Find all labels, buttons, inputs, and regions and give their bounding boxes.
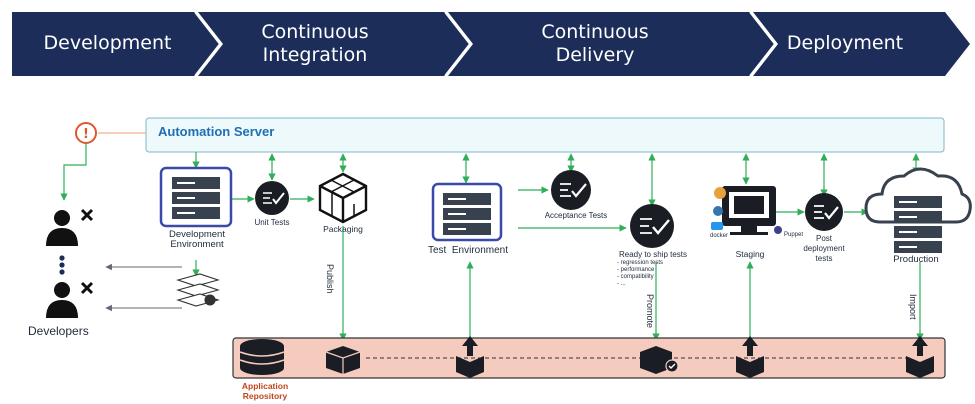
automation-server-bar	[145, 117, 945, 153]
repo-box-upload-icon-3	[906, 336, 934, 378]
repo-artifact-box-icon	[325, 346, 361, 374]
production-cloud-icon	[864, 167, 972, 253]
developer-icon-top	[46, 208, 94, 246]
repository-band	[232, 337, 946, 379]
test-environment-label: Test Environment	[427, 245, 509, 256]
ready-to-ship-item: - regression tests	[617, 260, 664, 266]
phase-label-development: Development	[43, 32, 172, 54]
phase-development	[12, 12, 220, 76]
ready-to-ship-item: - ...	[617, 281, 626, 287]
unit-tests-label: Unit Tests	[254, 218, 290, 227]
repo-box-upload-icon-1	[456, 336, 484, 378]
automation-server-title: Automation Server	[158, 124, 275, 139]
post-deployment-tests-icon	[805, 193, 843, 231]
ready-to-ship-item: - compatibility	[617, 274, 654, 280]
production-label: Production	[893, 254, 939, 265]
phase-continuous-delivery	[448, 12, 775, 76]
acceptance-tests-label: Acceptance Tests	[544, 211, 608, 220]
import-label: Import	[908, 294, 918, 320]
phase-label-ci: Continuous Integration	[261, 21, 369, 66]
unit-tests-icon	[255, 181, 289, 215]
developer-icon-bottom	[46, 281, 94, 318]
packaging-icon	[318, 172, 368, 224]
application-repository-label: Application Repository	[241, 381, 289, 401]
publish-label: Publish	[325, 264, 335, 294]
ready-to-ship-list: - regression tests - performance - compa…	[617, 260, 663, 288]
promote-label: Promote	[645, 294, 655, 329]
acceptance-tests-icon	[551, 170, 591, 210]
puppet-label: Puppet	[784, 232, 804, 238]
staging-tool-logos	[711, 187, 782, 234]
database-icon	[239, 339, 285, 375]
ready-to-ship-item: - performance	[617, 267, 655, 273]
phase-deployment	[753, 12, 970, 76]
developers-label: Developers	[28, 324, 89, 338]
ready-to-ship-label: Ready to ship tests	[618, 250, 688, 259]
phase-banner	[12, 11, 970, 77]
dev-environment-label: Development Environment	[169, 229, 225, 250]
phase-label-cd: Continuous Delivery	[541, 21, 649, 66]
repo-box-upload-icon-2	[736, 336, 764, 378]
phase-continuous-integration	[198, 12, 470, 76]
test-server-icon	[443, 193, 491, 235]
ellipsis-dots	[59, 255, 65, 275]
dev-server-icon	[172, 177, 220, 219]
staging-label: Staging	[735, 249, 765, 259]
code-layers-icon	[176, 273, 220, 307]
packaging-label: Packaging	[323, 224, 363, 234]
post-deployment-label: Post deployment tests	[803, 234, 845, 263]
svg-text:!: !	[83, 127, 89, 142]
repo-box-check-icon	[640, 346, 679, 374]
docker-label: docker	[710, 233, 729, 239]
staging-monitor-icon	[722, 186, 776, 235]
ready-to-ship-icon	[630, 204, 674, 248]
phase-label-deployment: Deployment	[786, 32, 904, 54]
